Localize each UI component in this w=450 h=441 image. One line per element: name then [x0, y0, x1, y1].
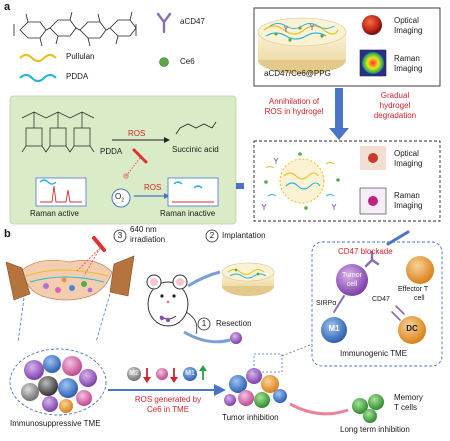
step1-text: Resection	[216, 319, 252, 328]
antibody-blockade-icon	[364, 250, 380, 268]
effector-t-cell-icon	[406, 256, 434, 284]
degradation-label-line2: hydrogel	[379, 101, 411, 110]
effector-t-cell-line2: cell	[414, 295, 425, 302]
laser-icon	[123, 148, 148, 179]
m1-small-icon	[183, 367, 197, 381]
mouse-icon	[146, 274, 198, 335]
raman-imaging-2-line1: Raman	[394, 191, 420, 200]
hydrogel-label: aCD47/Ce6@PPG	[264, 69, 331, 78]
degradation-label-line3: degradation	[373, 111, 417, 120]
hydrogel-box	[253, 7, 441, 87]
pdda-label: PDDA	[66, 72, 89, 81]
resection-arrow	[183, 330, 231, 344]
annihilation-label-line1: Annihilation of	[268, 97, 320, 106]
step2-text: Implantation	[222, 231, 266, 240]
m1-small-label: M1	[185, 370, 195, 377]
antibody-icon	[156, 12, 172, 34]
step1-badge	[197, 317, 211, 331]
pdda-mechanism-label: PDDA	[100, 147, 123, 156]
cd47-label: CD47	[372, 296, 390, 303]
ce6-label: Ce6	[180, 57, 195, 66]
succinic-acid-structure-icon	[175, 121, 217, 135]
immunosuppressive-tme-label: Immunosuppressive TME	[10, 419, 101, 428]
m1-cell-icon	[321, 317, 347, 343]
degraded-hydrogel-icon	[261, 152, 340, 210]
pullulan-structure-icon	[13, 11, 137, 47]
panel-a-label: a	[4, 1, 11, 13]
pdda-line-icon	[19, 73, 57, 83]
m2-icon	[127, 367, 141, 381]
step3-badge	[113, 229, 127, 243]
ros-small-label: ROS	[144, 183, 162, 192]
laser-device-icon	[75, 236, 106, 277]
tumor-cell-icon	[336, 264, 368, 296]
acd47-label: aCD47	[180, 17, 205, 26]
step3-number: 3	[117, 231, 123, 240]
raman-imaging-1-line1: Raman	[394, 54, 420, 63]
tme-cells	[21, 355, 97, 413]
cd47-blockade-label: CD47 blockade	[338, 247, 393, 256]
degraded-box	[253, 140, 441, 222]
tumor-tissue-icon	[21, 259, 113, 301]
sirpa-label: SIRPα	[316, 300, 337, 307]
small-cell-icon	[156, 368, 168, 380]
pullulan-line-icon	[19, 53, 57, 63]
ros-generated-line2: Ce6 in TME	[146, 405, 190, 414]
hydrogel-disc-icon	[257, 17, 347, 74]
step2-number: 2	[209, 231, 215, 240]
skin-flap-left	[5, 261, 31, 301]
m2-small-label: M2	[129, 370, 139, 377]
m1-label: M1	[328, 324, 340, 333]
immunosuppressive-tme-cluster	[9, 348, 107, 416]
tumor-inhibition-label: Tumor inhibition	[222, 413, 279, 422]
succinic-acid-label: Succinic acid	[172, 145, 219, 154]
panel-b-label: b	[4, 228, 11, 240]
implantation-arrow	[187, 270, 221, 288]
memory-t-cells-line2: T cells	[394, 403, 417, 412]
o2-label: O2	[115, 192, 125, 204]
tumor-cell-label-line1: Tumor	[342, 272, 362, 279]
degradation-label-line1: Gradual	[380, 91, 410, 100]
raman-imaging-1-line2: Imaging	[394, 64, 423, 73]
step2-badge	[205, 229, 219, 243]
dc-label: DC	[406, 324, 418, 333]
memory-t-cell-2	[368, 394, 384, 410]
raman-inactive-label: Raman inactive	[160, 209, 216, 218]
memory-t-cell-1	[352, 398, 368, 414]
raman-active-spectrum	[35, 177, 87, 207]
tumor-cell-label-line2: cell	[346, 281, 358, 288]
raman-active-label: Raman active	[30, 209, 79, 218]
oxygen-icon	[111, 188, 131, 208]
annihilation-label-line2: ROS in hydrogel	[264, 107, 324, 116]
implant-hydrogel-icon	[221, 262, 275, 296]
immunogenic-tme-box	[311, 241, 443, 367]
zoom-dashed-box	[253, 353, 283, 373]
optical-imaging-2-line2: Imaging	[394, 159, 423, 168]
dc-cell-icon	[398, 316, 426, 344]
ros-label: ROS	[128, 129, 146, 138]
resected-tumor-icon	[230, 332, 242, 344]
memory-arrow	[289, 402, 349, 416]
step1-number: 1	[201, 319, 207, 328]
optical-imaging-2-line1: Optical	[394, 149, 419, 158]
memory-t-cells-line1: Memory	[394, 393, 423, 402]
effector-t-cell-line1: Effector T	[398, 286, 429, 293]
ros-generated-line1: ROS generated by	[134, 395, 202, 404]
memory-t-cell-3	[363, 409, 377, 423]
syringe-icon	[386, 230, 410, 246]
skin-flap-right	[109, 255, 135, 297]
pullulan-label: Pullulan	[66, 52, 95, 61]
optical-imaging-1-line1: Optical	[394, 16, 419, 25]
tumor-inhibition-cluster	[224, 368, 287, 408]
raman-imaging-2-line2: Imaging	[394, 201, 423, 210]
optical-imaging-1-line2: Imaging	[394, 26, 423, 35]
pdda-structure-icon	[21, 111, 95, 153]
long-term-inhibition-label: Long term inhibition	[340, 425, 410, 434]
step3-text-line1: 640 nm	[130, 225, 157, 234]
immunogenic-tme-label: Immunogenic TME	[340, 349, 407, 358]
ce6-icon	[159, 57, 169, 67]
step3-text-line2: irradiation	[130, 235, 166, 244]
